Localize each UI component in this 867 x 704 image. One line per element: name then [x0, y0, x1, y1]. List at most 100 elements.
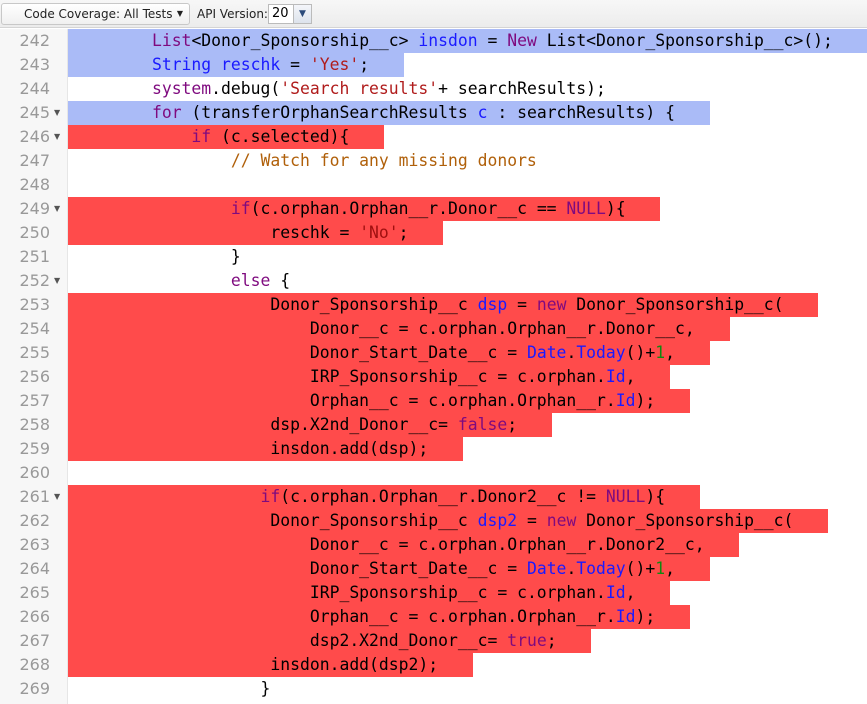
code-line[interactable]: 268 insdon.add(dsp2); [0, 653, 867, 677]
code-token: Orphan__c = c.orphan.Orphan__r. [309, 391, 616, 410]
code-text: Donor__c = c.orphan.Orphan__r.Donor__c, [73, 317, 695, 341]
code-token: (c.orphan.Orphan__r.Donor2__c != [280, 487, 606, 506]
code-line[interactable]: 265 IRP_Sponsorship__c = c.orphan.Id, [0, 581, 867, 605]
uncovered-highlight [68, 533, 740, 557]
code-line[interactable]: 263 Donor__c = c.orphan.Orphan__r.Donor2… [0, 533, 867, 557]
code-token: . [566, 343, 577, 362]
code-line[interactable]: 256 IRP_Sponsorship__c = c.orphan.Id, [0, 365, 867, 389]
line-number: 253 [19, 295, 50, 314]
uncovered-highlight [68, 653, 473, 677]
code-token: .debug( [211, 79, 281, 98]
code-token: Donor__c = c.orphan.Orphan__r.Donor__c, [309, 319, 695, 338]
code-token: Today [576, 343, 626, 362]
code-token: else [230, 271, 271, 290]
line-number: 250 [19, 223, 50, 242]
code-line[interactable]: 261▼ if(c.orphan.Orphan__r.Donor2__c != … [0, 485, 867, 509]
uncovered-highlight [68, 317, 730, 341]
code-editor[interactable]: 242 List<Donor_Sponsorship__c> insdon = … [0, 29, 867, 704]
code-line[interactable]: 262 Donor_Sponsorship__c dsp2 = new Dono… [0, 509, 867, 533]
line-number-gutter [0, 29, 68, 704]
uncovered-highlight [68, 605, 691, 629]
code-coverage-dropdown[interactable]: Code Coverage: All Tests 72% ▼ [1, 3, 190, 41]
code-line[interactable]: 266 Orphan__c = c.orphan.Orphan__r.Id); [0, 605, 867, 629]
fold-arrow-icon[interactable]: ▼ [54, 276, 61, 285]
code-token: 'Search results' [280, 79, 439, 98]
code-token: ; [546, 631, 557, 650]
chevron-down-icon[interactable]: ▼ [293, 5, 311, 23]
line-number: 256 [19, 367, 50, 386]
code-line[interactable]: 260 [0, 461, 867, 485]
code-line[interactable]: 244 system.debug('Search results'+ searc… [0, 77, 867, 101]
code-text: IRP_Sponsorship__c = c.orphan.Id, [73, 581, 636, 605]
code-line[interactable]: 249▼ if(c.orphan.Orphan__r.Donor__c == N… [0, 197, 867, 221]
code-line[interactable]: 250 reschk = 'No'; [0, 221, 867, 245]
code-line[interactable]: 254 Donor__c = c.orphan.Orphan__r.Donor_… [0, 317, 867, 341]
code-token: ()+ [625, 343, 656, 362]
code-token: ){ [645, 487, 666, 506]
code-token: // Watch for any missing donors [230, 151, 537, 170]
line-number: 263 [19, 535, 50, 554]
code-line[interactable]: 243 String reschk = 'Yes'; [0, 53, 867, 77]
uncovered-highlight [68, 629, 592, 653]
line-number: 267 [19, 631, 50, 650]
fold-arrow-icon[interactable]: ▼ [54, 492, 61, 501]
code-line[interactable]: 242 List<Donor_Sponsorship__c> insdon = … [0, 29, 867, 53]
code-line[interactable]: 253 Donor_Sponsorship__c dsp = new Donor… [0, 293, 867, 317]
code-token: reschk [221, 55, 281, 74]
code-token: if [230, 199, 251, 218]
uncovered-highlight [68, 509, 829, 533]
code-text: Donor__c = c.orphan.Orphan__r.Donor2__c, [73, 533, 705, 557]
code-token: true [507, 631, 547, 650]
code-token: 1 [655, 559, 666, 578]
code-token: 'Yes' [309, 55, 360, 74]
code-line[interactable]: 264 Donor_Start_Date__c = Date.Today()+1… [0, 557, 867, 581]
code-token: : searchResults) { [487, 103, 675, 122]
code-line[interactable]: 257 Orphan__c = c.orphan.Orphan__r.Id); [0, 389, 867, 413]
code-token: Orphan__c = c.orphan.Orphan__r. [309, 607, 616, 626]
code-token: dsp.X2nd_Donor__c= [270, 415, 458, 434]
code-token: Id [615, 607, 636, 626]
code-line[interactable]: 252▼ else { [0, 269, 867, 293]
line-number: 254 [19, 319, 50, 338]
code-token: Donor_Sponsorship__c( [566, 295, 784, 314]
uncovered-highlight [68, 557, 710, 581]
code-token: <Donor_Sponsorship__c> [191, 31, 419, 50]
code-token: dsp2 [477, 511, 518, 530]
code-token: } [260, 679, 271, 698]
code-text: Donor_Sponsorship__c dsp2 = new Donor_Sp… [73, 509, 793, 533]
code-text: if(c.orphan.Orphan__r.Donor2__c != NULL)… [73, 485, 666, 509]
fold-arrow-icon[interactable]: ▼ [54, 204, 61, 213]
toolbar: Code Coverage: All Tests 72% ▼ API Versi… [0, 0, 867, 41]
line-number: 264 [19, 559, 50, 578]
code-line[interactable]: 269 } [0, 677, 867, 701]
code-token: Donor_Sponsorship__c [270, 511, 478, 530]
code-text: } [73, 677, 271, 701]
code-line[interactable]: 267 dsp2.X2nd_Donor__c= true; [0, 629, 867, 653]
code-token: (c.selected){ [211, 127, 350, 146]
code-token: = [477, 31, 508, 50]
chevron-down-icon: ▼ [176, 9, 183, 18]
uncovered-highlight [68, 413, 552, 437]
code-token: (c.orphan.Orphan__r.Donor__c == [250, 199, 567, 218]
line-number: 255 [19, 343, 50, 362]
code-line[interactable]: 245▼ for (transferOrphanSearchResults c … [0, 101, 867, 125]
code-line[interactable]: 247 // Watch for any missing donors [0, 149, 867, 173]
code-line[interactable]: 258 dsp.X2nd_Donor__c= false; [0, 413, 867, 437]
code-token [211, 55, 221, 74]
line-number: 248 [19, 175, 50, 194]
code-text: } [73, 245, 241, 269]
code-line[interactable]: 251 } [0, 245, 867, 269]
code-text: Orphan__c = c.orphan.Orphan__r.Id); [73, 389, 655, 413]
code-line[interactable]: 259 insdon.add(dsp); [0, 437, 867, 461]
code-token: ){ [605, 199, 626, 218]
code-line[interactable]: 246▼ if (c.selected){ [0, 125, 867, 149]
code-line[interactable]: 248 [0, 173, 867, 197]
code-token: Today [576, 559, 626, 578]
uncovered-highlight [68, 365, 671, 389]
code-token: ; [398, 223, 409, 242]
fold-arrow-icon[interactable]: ▼ [54, 132, 61, 141]
code-line[interactable]: 255 Donor_Start_Date__c = Date.Today()+1… [0, 341, 867, 365]
code-text: Donor_Sponsorship__c dsp = new Donor_Spo… [73, 293, 784, 317]
fold-arrow-icon[interactable]: ▼ [54, 108, 61, 117]
api-version-select[interactable]: 20 ▼ [268, 4, 312, 24]
